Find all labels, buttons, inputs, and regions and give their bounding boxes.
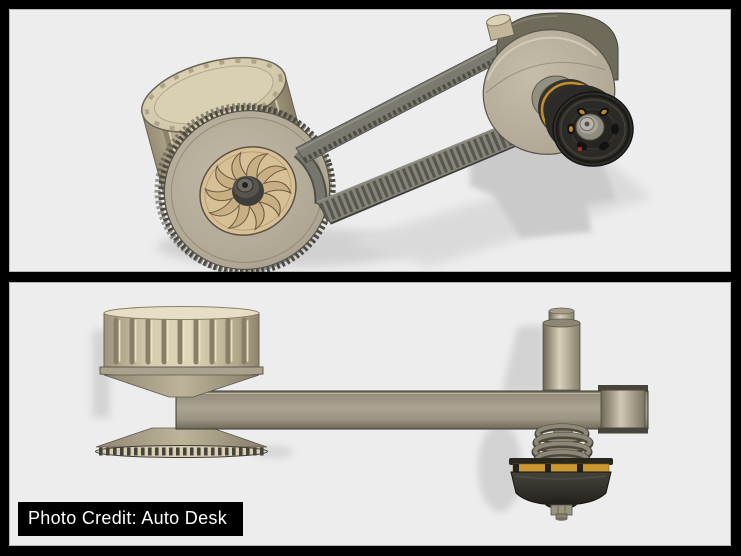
photo-credit-label: Photo Credit: Auto Desk — [18, 502, 244, 536]
funnel-cone — [103, 374, 260, 398]
spoked-hub — [199, 146, 297, 236]
brushless-motor — [531, 75, 634, 167]
shaft-knob — [486, 14, 515, 42]
motor-side — [509, 458, 613, 521]
motor-face-holes — [567, 107, 619, 152]
knurled-knob — [99, 306, 264, 398]
vertical-shaft — [542, 307, 581, 391]
arm-end-boss — [598, 385, 648, 434]
side-render — [92, 306, 649, 521]
panel-isometric-view — [9, 9, 731, 272]
lower-cone-toothed-rim — [95, 427, 268, 458]
shaft-nut — [550, 504, 573, 521]
toothed-pulley-large — [154, 102, 336, 272]
link-arm — [175, 390, 649, 430]
isometric-render — [141, 12, 652, 272]
